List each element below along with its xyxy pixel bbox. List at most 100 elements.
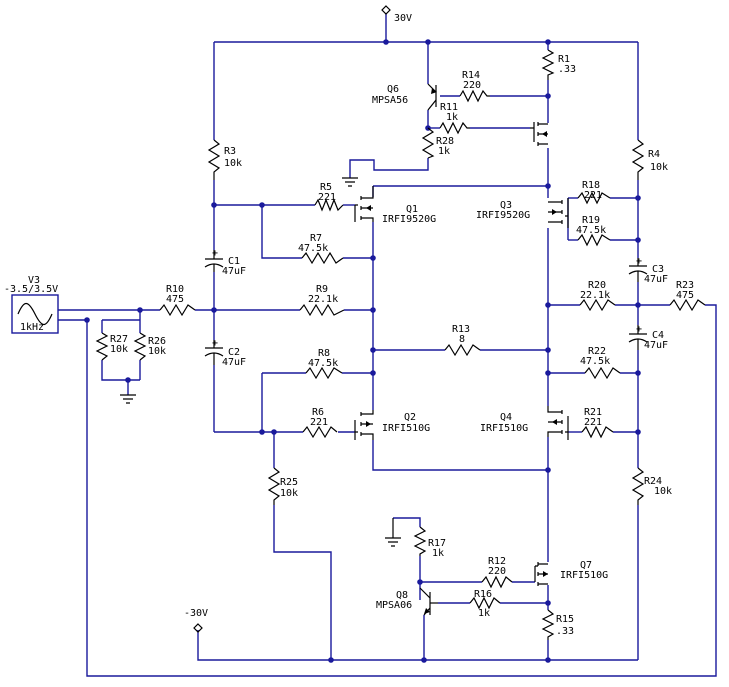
transistor-label: Q4 [500,412,512,423]
resistor-label: R10 [166,284,184,295]
junction-dot [417,579,423,585]
supply-neg-label: -30V [184,608,208,619]
capacitor-value: 47uF [222,357,246,368]
resistor-value: 47.5k [298,243,328,254]
transistor-part: IRFI510G [480,423,528,434]
mosfet-q7: Q7 IRFI510G [534,560,608,586]
capacitor-polarity: + [636,256,642,267]
resistor-r1: R1 .33 [541,49,576,80]
junction-dot [271,429,277,435]
resistor-value: 1k [438,146,450,157]
junction-dot [545,370,551,376]
resistor-label: R21 [584,407,602,418]
resistor-value: 220 [463,80,481,91]
resistor-label: R12 [488,556,506,567]
resistor-label: R4 [648,149,660,160]
transistor-part: IRFI9520G [382,214,436,225]
resistor-r28: R28 1k [421,127,454,159]
resistor-value: 220 [488,566,506,577]
junction-dot [545,467,551,473]
junction-dot [259,202,265,208]
supply-pos-terminal: 30V [381,5,412,24]
resistor-r11: R11 1k [439,102,470,135]
resistor-value: 47.5k [308,358,338,369]
transistor-part: IRFI510G [382,423,430,434]
resistor-r27: R27 10k [95,332,128,361]
ground-icon [120,394,136,404]
ground-icon [385,518,401,547]
resistor-r12: R12 220 [481,556,513,589]
resistor-value: 8 [459,334,465,345]
source-amplitude: -3.5/3.5V [4,284,58,295]
bjt-q8: Q8 MPSA06 [376,587,438,616]
resistor-label: R26 [148,336,166,347]
transistor-part: MPSA06 [376,600,412,611]
capacitor-label: C2 [228,347,240,358]
junction-dot [545,302,551,308]
resistor-label: R14 [462,70,480,81]
capacitor-polarity: + [636,324,642,335]
resistor-r21: R21 221 [581,407,614,439]
source-name: V3 [28,275,40,286]
resistor-r14: R14 220 [459,70,490,103]
resistor-r22: R22 47.5k [580,346,621,380]
transistor-label: Q6 [387,84,399,95]
resistor-label: R23 [676,280,694,291]
junction-dot [421,657,427,663]
resistor-r19: R19 47.5k [576,215,611,247]
bjt-q6: Q6 MPSA56 [372,83,437,111]
supply-neg-terminal: -30V [184,608,208,633]
capacitor-c2: + C2 47uF [204,338,246,368]
transistor-part: IRFI9520G [476,210,530,221]
junction-dot [635,195,641,201]
wires [58,13,717,677]
capacitor-value: 47uF [222,266,246,277]
supply-pos-label: 30V [394,13,412,24]
capacitor-c1: + C1 47uF [204,248,246,277]
transistor-part: MPSA56 [372,95,408,106]
resistor-value: 47.5k [576,225,606,236]
transistor-label: Q8 [396,590,408,601]
resistor-value: 221 [584,417,602,428]
resistor-value: .33 [558,64,576,75]
resistor-r18: R18 221 [577,180,611,205]
source-frequency: 1kHz [20,322,44,333]
resistor-value: 10k [224,158,242,169]
resistor-r17: R17 1k [413,526,446,559]
junction-dot [425,39,431,45]
resistor-value: 1k [446,112,458,123]
resistor-value: 475 [166,294,184,305]
mosfet-q3: Q3 IRFI9520G [476,198,569,228]
resistor-r25: R25 10k [267,467,298,505]
junction-dot [211,202,217,208]
resistor-label: R16 [474,589,492,600]
capacitor-c4: + C4 47uF [628,324,668,351]
junction-dot [370,370,376,376]
resistor-value: .33 [556,626,574,637]
resistor-r16: R16 1k [469,589,501,619]
resistor-label: R6 [312,407,324,418]
junction-dot [328,657,334,663]
junction-dot [383,39,389,45]
resistor-value: 10k [148,346,166,357]
capacitor-value: 47uF [644,340,668,351]
resistor-label: R5 [320,182,332,193]
junction-dot [370,347,376,353]
transistor-label: Q1 [406,204,418,215]
junction-dot [370,307,376,313]
resistor-r9: R9 22.1k [299,284,345,317]
resistor-r5: R5 221 [314,182,344,212]
resistor-label: R22 [588,346,606,357]
resistor-label: R13 [452,324,470,335]
mosfet-upper-output [530,122,548,146]
resistor-r7: R7 47.5k [298,233,344,265]
junction-dot [84,317,90,323]
junction-dot [545,600,551,606]
resistor-value: 47.5k [580,356,610,367]
resistor-value: 10k [280,488,298,499]
capacitor-label: C4 [652,330,664,341]
resistor-r4: R4 10k [631,139,668,180]
resistor-r26: R26 10k [133,332,166,361]
transistor-part: IRFI510G [560,570,608,581]
